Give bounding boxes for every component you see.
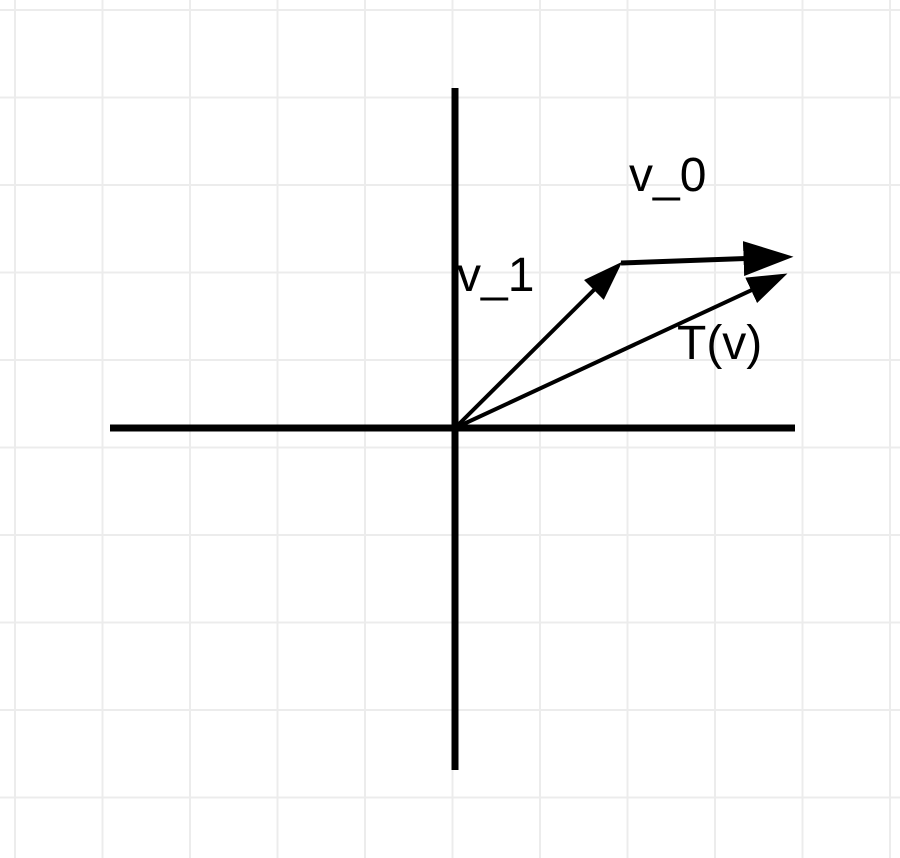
vector-v0 (620, 241, 794, 277)
vector-label-v1: v_1 (457, 249, 535, 302)
vector-tv (454, 273, 788, 430)
vector-label-v0: v_0 (629, 149, 707, 202)
vector-v1 (453, 261, 623, 430)
vector-label-tv: T(v) (677, 317, 763, 370)
